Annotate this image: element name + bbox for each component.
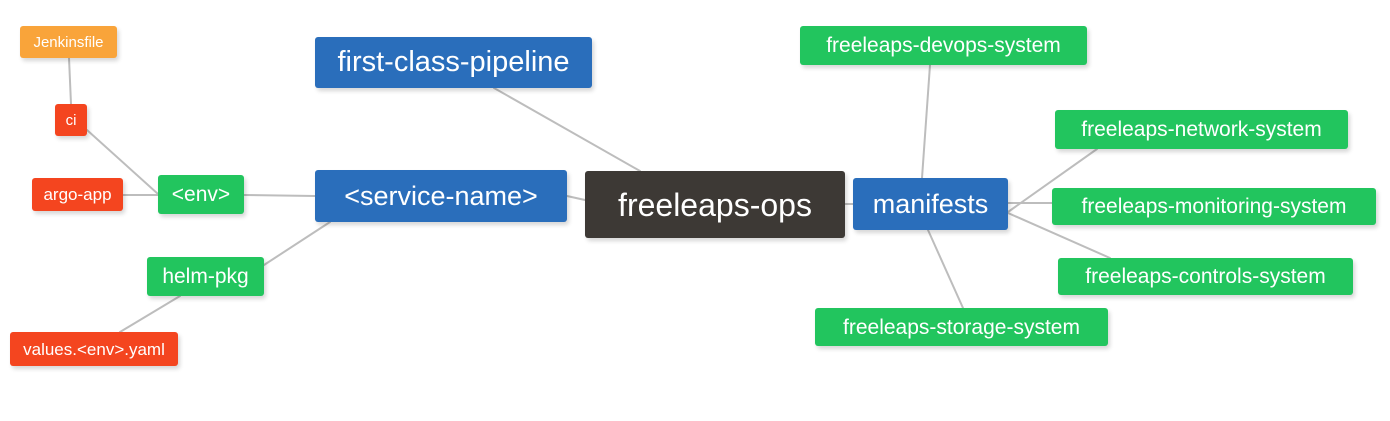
edge-manifests-to-freeleaps-devops-system bbox=[921, 64, 931, 179]
node-label-ci: ci bbox=[65, 111, 77, 129]
edge-manifests-to-freeleaps-storage-system bbox=[927, 229, 964, 309]
node-freeleaps-monitoring-system[interactable]: freeleaps-monitoring-system bbox=[1052, 188, 1376, 225]
edge-service-name-to-freeleaps-ops bbox=[566, 195, 586, 201]
node-freeleaps-controls-system[interactable]: freeleaps-controls-system bbox=[1058, 258, 1353, 295]
edge-first-class-pipeline-to-freeleaps-ops bbox=[493, 87, 641, 172]
node-label-env: <env> bbox=[171, 183, 231, 206]
node-label-argo-app: argo-app bbox=[43, 185, 112, 204]
node-argo-app[interactable]: argo-app bbox=[32, 178, 123, 211]
node-label-first-class-pipeline: first-class-pipeline bbox=[337, 46, 570, 78]
node-label-helm-pkg: helm-pkg bbox=[162, 265, 249, 288]
node-env[interactable]: <env> bbox=[158, 175, 244, 214]
node-helm-pkg[interactable]: helm-pkg bbox=[147, 257, 264, 296]
edge-jenkinsfile-to-ci bbox=[68, 57, 72, 105]
node-ci[interactable]: ci bbox=[55, 104, 87, 136]
node-label-manifests: manifests bbox=[872, 188, 989, 219]
node-label-freeleaps-network-system: freeleaps-network-system bbox=[1081, 118, 1322, 141]
node-label-service-name: <service-name> bbox=[344, 180, 538, 211]
node-label-freeleaps-devops-system: freeleaps-devops-system bbox=[826, 34, 1061, 57]
node-label-values-env-yaml: values.<env>.yaml bbox=[23, 339, 165, 359]
node-label-freeleaps-storage-system: freeleaps-storage-system bbox=[843, 315, 1080, 339]
node-label-freeleaps-monitoring-system: freeleaps-monitoring-system bbox=[1081, 195, 1347, 218]
node-service-name[interactable]: <service-name> bbox=[315, 170, 567, 222]
node-first-class-pipeline[interactable]: first-class-pipeline bbox=[315, 37, 592, 88]
node-manifests[interactable]: manifests bbox=[853, 178, 1008, 230]
node-freeleaps-devops-system[interactable]: freeleaps-devops-system bbox=[800, 26, 1087, 65]
node-jenkinsfile[interactable]: Jenkinsfile bbox=[20, 26, 117, 58]
node-freeleaps-ops[interactable]: freeleaps-ops bbox=[585, 171, 845, 238]
node-values-env-yaml[interactable]: values.<env>.yaml bbox=[10, 332, 178, 366]
node-freeleaps-storage-system[interactable]: freeleaps-storage-system bbox=[815, 308, 1108, 346]
node-freeleaps-network-system[interactable]: freeleaps-network-system bbox=[1055, 110, 1348, 149]
node-label-jenkinsfile: Jenkinsfile bbox=[33, 33, 104, 51]
node-label-freeleaps-ops: freeleaps-ops bbox=[618, 186, 812, 223]
edge-env-to-service-name bbox=[243, 194, 316, 197]
edge-helm-pkg-to-service-name bbox=[263, 221, 331, 266]
node-label-freeleaps-controls-system: freeleaps-controls-system bbox=[1085, 265, 1326, 288]
edge-values-env-yaml-to-helm-pkg bbox=[119, 295, 181, 333]
